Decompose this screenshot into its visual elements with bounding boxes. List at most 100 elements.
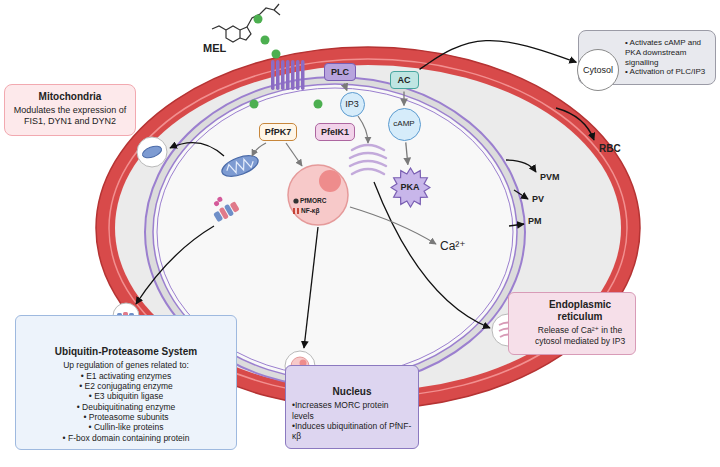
box-text: cAMP — [393, 119, 414, 129]
proteasome — [230, 201, 240, 213]
box-text: PLC — [331, 67, 349, 78]
callout-arrow — [509, 224, 524, 226]
melatonin-molecule — [226, 26, 240, 42]
mitochondrion — [219, 152, 261, 181]
receptor — [291, 60, 295, 90]
box-text: Up regulation of genes related to: — [24, 360, 228, 370]
icon-circle — [137, 137, 167, 167]
melatonin-dot — [254, 15, 263, 24]
connector-arrow — [406, 142, 408, 164]
box-text: • E3 ubiquitin ligase — [24, 391, 228, 401]
endoplasmic-reticulum — [350, 153, 386, 158]
endoplasmic-reticulum — [350, 145, 386, 174]
box-text: IP3 — [345, 99, 359, 110]
receptor — [271, 60, 275, 90]
proteasome — [207, 191, 240, 223]
part-label: PM — [528, 217, 542, 227]
signal-arrow — [358, 116, 368, 143]
connector-arrow — [420, 41, 577, 70]
melatonin-dot — [314, 100, 323, 109]
box-text: PfPK7 — [265, 127, 292, 138]
box-heading: Endoplasmic reticulum — [531, 299, 629, 323]
box-heading: Ubiquitin-Proteasome System — [24, 346, 228, 358]
melatonin-dot — [250, 100, 259, 109]
box-text: PKA — [400, 182, 419, 193]
box-text: PfeIK1 — [321, 127, 349, 138]
melatonin-molecule — [212, 4, 280, 42]
callout-box: MitochondriaModulates the expression of … — [4, 84, 136, 136]
melatonin-molecule — [274, 4, 280, 15]
connector-arrow — [403, 91, 404, 105]
star-outline — [391, 168, 430, 207]
box-text: • Activates cAMP and PKA downstream sign… — [625, 38, 710, 67]
box-text: Modulates the expression of FIS1, DYN1 a… — [11, 105, 129, 127]
callout-arrow — [304, 227, 318, 348]
connector-arrow — [344, 83, 347, 90]
melatonin-dot — [272, 50, 281, 59]
melatonin-molecule — [212, 26, 226, 30]
receptor — [296, 60, 300, 90]
box-text: •Increases MORC protein levels — [292, 400, 412, 421]
melatonin-molecule — [240, 27, 251, 40]
protein-label: PfMORC — [300, 197, 326, 204]
box-text: AC — [398, 75, 411, 86]
part-label: PVM — [540, 173, 560, 183]
box-text: • F-box domain containing protein — [24, 433, 228, 443]
enzyme-box: PLC — [324, 63, 356, 82]
nucleus — [288, 165, 348, 225]
box-text: •Induces ubiquitination of PfNF-κβ — [292, 421, 412, 442]
box-text: • Deubiquitinating enzyme — [24, 402, 228, 412]
endoplasmic-reticulum — [352, 169, 384, 174]
protein-label: NF-κβ — [301, 207, 319, 214]
signal-arrow — [286, 143, 302, 166]
box-text: • Proteasome subunits — [24, 412, 228, 422]
nucleus — [293, 198, 298, 203]
melatonin-molecule — [247, 8, 274, 27]
receptor — [271, 60, 305, 90]
endoplasmic-reticulum — [352, 145, 384, 150]
molecule-label: MEL — [203, 42, 226, 54]
endoplasmic-reticulum — [350, 161, 386, 166]
callout-arrow — [506, 160, 536, 172]
mitochondrion — [219, 152, 261, 181]
callout-arrow — [556, 108, 594, 140]
nucleus — [288, 165, 348, 225]
cytosol-circle: Cytosol — [577, 49, 619, 91]
proteasome — [216, 196, 223, 203]
callout-arrow — [374, 182, 490, 328]
receptor — [301, 60, 305, 90]
callout-box: Nucleus •Increases MORC protein levels•In… — [285, 365, 419, 449]
enzyme-box: AC — [390, 71, 419, 90]
receptor — [281, 60, 285, 90]
callout-arrow — [170, 143, 224, 156]
nucleus — [294, 208, 298, 214]
icon-circle — [141, 144, 163, 160]
box-text: • Activation of PLC/IP3 — [625, 67, 710, 77]
receptor — [276, 60, 280, 90]
signal-arrow — [350, 207, 436, 244]
box-text: • Cullin-like proteins — [24, 422, 228, 432]
part-label: PV — [532, 195, 544, 205]
nucleus — [319, 170, 341, 192]
receptor — [286, 60, 290, 90]
messenger-circle: cAMP — [388, 108, 421, 141]
box-text: • E2 conjugating enzyme — [24, 381, 228, 391]
box-text: • E1 activating enzymes — [24, 371, 228, 381]
callout-arrow — [136, 226, 214, 304]
kinase-star: PKA — [390, 167, 431, 208]
kinase-box: PfeIK1 — [315, 123, 355, 142]
kinase-box: PfPK7 — [259, 123, 298, 142]
part-label: RBC — [599, 143, 621, 154]
callout-box: Endoplasmic reticulumRelease of Ca²⁺ in … — [508, 292, 636, 355]
ion-label: Ca²⁺ — [440, 240, 466, 253]
mitochondrion — [225, 157, 255, 176]
box-heading: Nucleus — [292, 386, 412, 398]
messenger-circle: IP3 — [340, 92, 365, 117]
signal-arrow — [252, 143, 266, 156]
box-text: Release of Ca²⁺ in the cytosol mediated … — [531, 325, 629, 346]
box-text: Cytosol — [583, 65, 613, 76]
melatonin-dot — [261, 36, 270, 45]
callout-box: Ubiquitin-Proteasome System Up regulation… — [15, 315, 237, 450]
